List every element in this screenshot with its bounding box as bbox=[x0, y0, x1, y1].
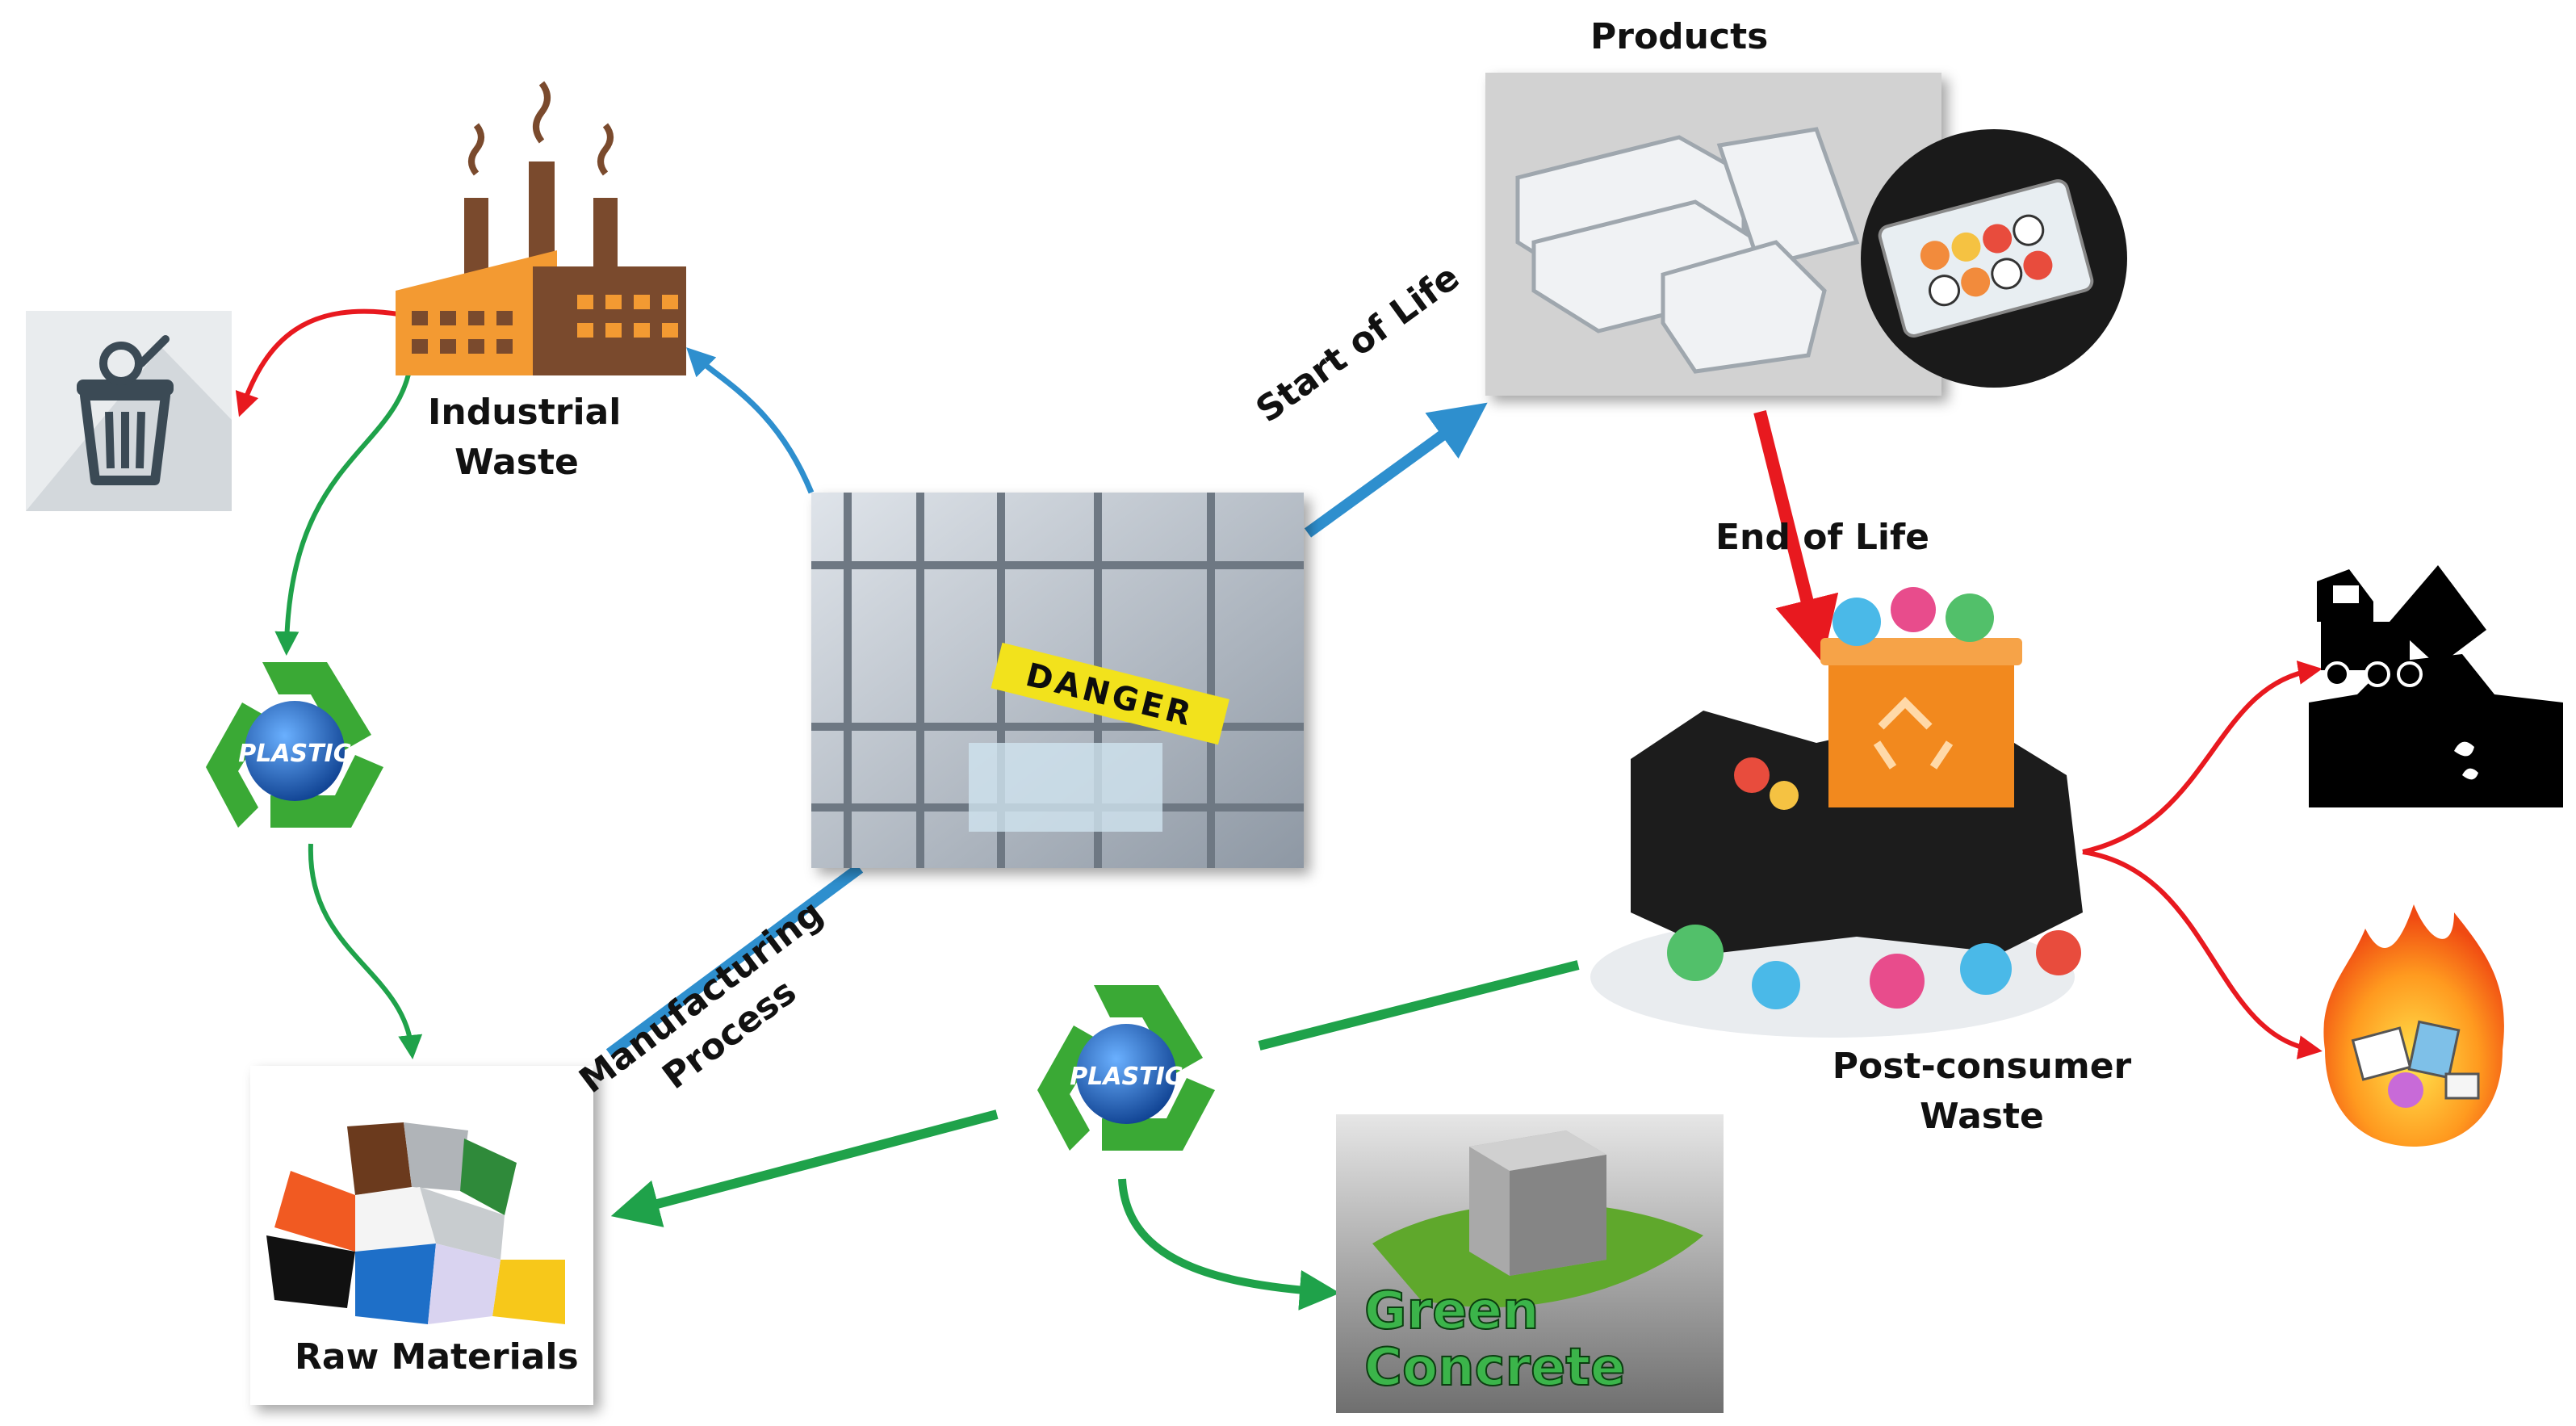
arrow-manufacturing-process bbox=[605, 863, 864, 1059]
recycle-plastic-icon: PLASTIC bbox=[1037, 985, 1215, 1151]
arrow-end-of-life bbox=[1753, 410, 1839, 664]
end-of-life-label: End of Life bbox=[1715, 517, 1929, 558]
post-consumer-waste-label: Post-consumer Waste bbox=[1820, 1042, 2143, 1142]
clamshell-containers-icon bbox=[1485, 73, 2127, 396]
arrow-recycle-to-raw-materials bbox=[610, 1109, 999, 1227]
factory-icon bbox=[396, 81, 686, 375]
arrow-start-of-life bbox=[1304, 402, 1488, 538]
green-concrete-line2: Concrete bbox=[1364, 1338, 1625, 1398]
arrow-industrial-to-trash bbox=[235, 308, 404, 417]
industrial-waste-label: Industrial Waste bbox=[428, 388, 622, 488]
post-consumer-line1: Post-consumer bbox=[1832, 1046, 2132, 1087]
raw-materials-label: Raw Materials bbox=[295, 1336, 579, 1378]
post-consumer-line2: Waste bbox=[1920, 1096, 2044, 1137]
arrow-recycle-to-green-concrete bbox=[1118, 1178, 1340, 1311]
arrows bbox=[235, 308, 2323, 1311]
granules-icon bbox=[250, 1066, 593, 1405]
arrow-waste-to-recycle bbox=[1258, 960, 1580, 1051]
dump-truck-landfill-icon bbox=[2309, 565, 2563, 807]
green-concrete-line1: Green bbox=[1364, 1281, 1539, 1341]
recycle-badge-label: PLASTIC bbox=[238, 740, 351, 768]
products-label: Products bbox=[1590, 16, 1769, 57]
machinery-icon: DANGER bbox=[811, 493, 1304, 868]
industrial-waste-line2: Waste bbox=[454, 442, 579, 483]
industrial-waste-line1: Industrial bbox=[428, 392, 622, 433]
recycle-plastic-icon: PLASTIC bbox=[206, 662, 383, 828]
burning-waste-icon bbox=[2323, 904, 2504, 1147]
arrow-recycle-to-raw bbox=[308, 843, 423, 1059]
waste-bag-pile-icon bbox=[1590, 587, 2083, 1038]
arrow-industrial-to-recycle bbox=[274, 354, 414, 656]
arrow-waste-to-landfill bbox=[2082, 661, 2323, 854]
concrete-cube-leaf-icon: Green Concrete bbox=[1336, 1114, 1724, 1413]
recycle-badge-label: PLASTIC bbox=[1070, 1063, 1183, 1091]
arrow-machinery-to-industrial-waste bbox=[686, 347, 815, 494]
trash-bin-icon bbox=[26, 311, 232, 511]
arrow-waste-to-burning bbox=[2082, 849, 2323, 1059]
